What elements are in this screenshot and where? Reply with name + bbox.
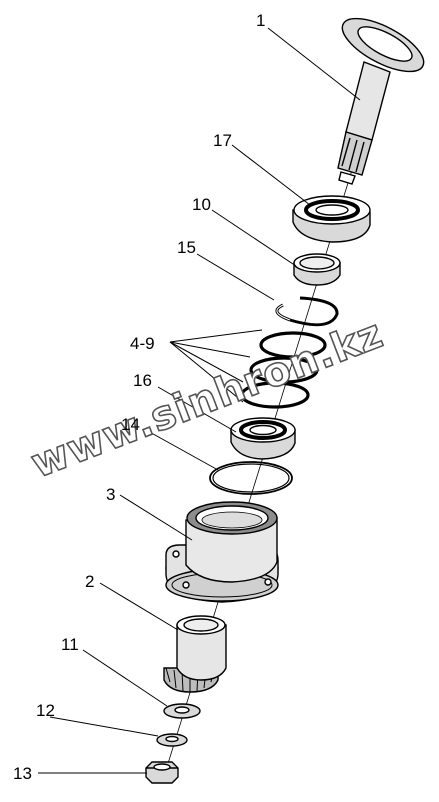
part-13-nut xyxy=(145,761,179,784)
label-parts-4-9: 4-9 xyxy=(130,334,155,353)
part-11-washer xyxy=(163,703,201,719)
label-part-16: 16 xyxy=(133,371,152,390)
label-part-10: 10 xyxy=(192,195,211,214)
label-part-17: 17 xyxy=(213,131,232,150)
label-part-12: 12 xyxy=(36,701,55,720)
label-part-11: 11 xyxy=(61,635,79,654)
label-part-15: 15 xyxy=(177,238,196,257)
part-3-flanged-housing xyxy=(165,501,279,603)
parts-4-9-shim-rings xyxy=(240,331,327,409)
label-part-3: 3 xyxy=(106,485,115,504)
part-16-bearing xyxy=(230,417,296,460)
part-12-lock-washer xyxy=(156,733,188,747)
label-part-2: 2 xyxy=(85,572,94,591)
part-10-sleeve xyxy=(293,253,341,286)
part-2-gear-sleeve xyxy=(163,615,227,693)
part-1-shaft xyxy=(337,17,425,185)
part-15-snap-ring xyxy=(275,296,339,327)
label-part-14: 14 xyxy=(121,415,140,434)
label-part-13: 13 xyxy=(13,764,32,783)
leader-lines xyxy=(38,27,361,774)
part-14-o-ring xyxy=(209,461,293,495)
part-17-bearing xyxy=(292,195,371,243)
label-part-1: 1 xyxy=(256,11,265,30)
